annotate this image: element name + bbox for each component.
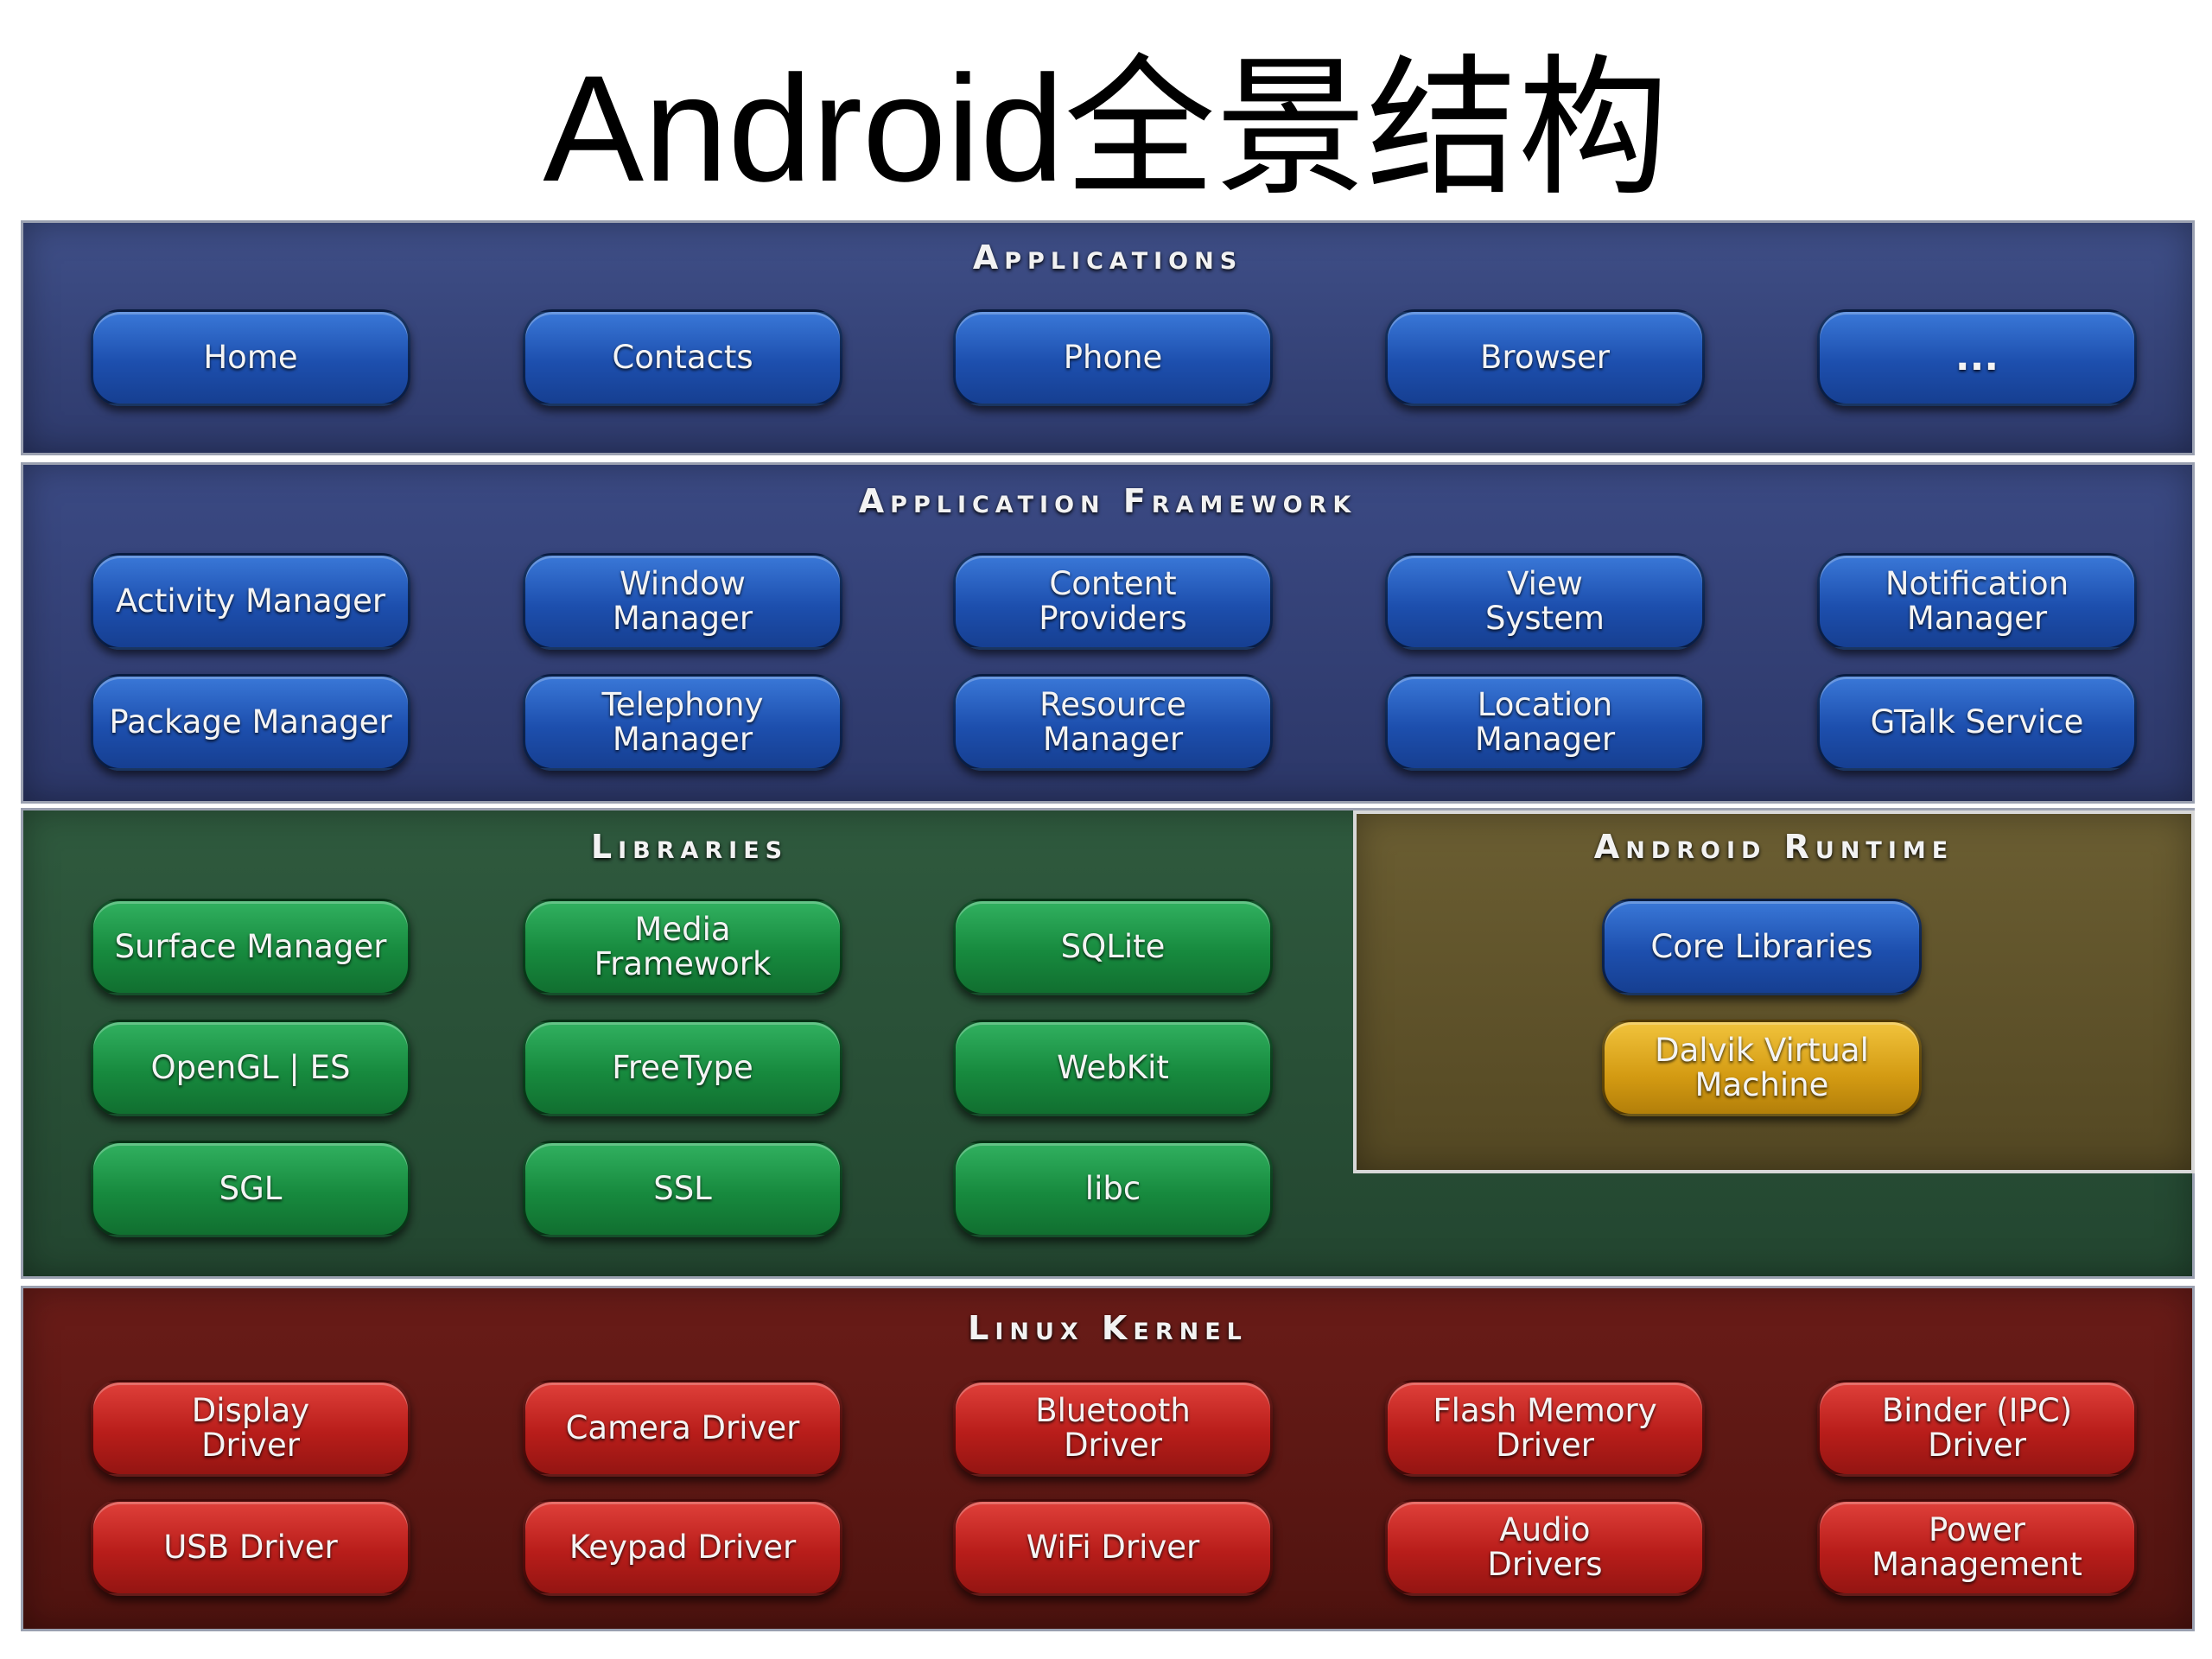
libraries-title: Libraries	[590, 828, 789, 866]
lib-sqlite: SQLite	[953, 899, 1273, 995]
kernel-title: Linux Kernel	[968, 1309, 1248, 1347]
kernel-display-driver: Display Driver	[91, 1380, 410, 1477]
fw-location-manager: Location Manager	[1385, 674, 1705, 771]
framework-title: Application Framework	[858, 482, 1357, 520]
page-title: Android全景结构	[543, 45, 1669, 213]
kernel-keypad-driver: Keypad Driver	[523, 1499, 842, 1596]
lib-opengl-es: OpenGL | ES	[91, 1020, 410, 1116]
lib-freetype: FreeType	[523, 1020, 842, 1116]
fw-activity-manager: Activity Manager	[91, 553, 410, 650]
fw-resource-manager: Resource Manager	[953, 674, 1273, 771]
kernel-audio-drivers: Audio Drivers	[1385, 1499, 1705, 1596]
runtime-title: Android Runtime	[1593, 828, 1955, 866]
kernel-camera-driver: Camera Driver	[523, 1380, 842, 1477]
lib-ssl: SSL	[523, 1141, 842, 1237]
rt-core-libraries: Core Libraries	[1602, 899, 1922, 995]
lib-surface-manager: Surface Manager	[91, 899, 410, 995]
fw-package-manager: Package Manager	[91, 674, 410, 771]
kernel-power-management: Power Management	[1817, 1499, 2137, 1596]
kernel-flash-memory-driver: Flash Memory Driver	[1385, 1380, 1705, 1477]
fw-view-system: View System	[1385, 553, 1705, 650]
app-home: Home	[91, 309, 410, 406]
fw-content-providers: Content Providers	[953, 553, 1273, 650]
app-contacts: Contacts	[523, 309, 842, 406]
applications-title: Applications	[972, 238, 1243, 276]
fw-gtalk-service: GTalk Service	[1817, 674, 2137, 771]
rt-dalvik-vm: Dalvik Virtual Machine	[1602, 1020, 1922, 1116]
app-more: ...	[1817, 309, 2137, 406]
app-browser: Browser	[1385, 309, 1705, 406]
lib-libc: libc	[953, 1141, 1273, 1237]
fw-window-manager: Window Manager	[523, 553, 842, 650]
kernel-wifi-driver: WiFi Driver	[953, 1499, 1273, 1596]
fw-notification-manager: Notification Manager	[1817, 553, 2137, 650]
lib-sgl: SGL	[91, 1141, 410, 1237]
app-phone: Phone	[953, 309, 1273, 406]
lib-webkit: WebKit	[953, 1020, 1273, 1116]
fw-telephony-manager: Telephony Manager	[523, 674, 842, 771]
kernel-usb-driver: USB Driver	[91, 1499, 410, 1596]
kernel-binder-driver: Binder (IPC) Driver	[1817, 1380, 2137, 1477]
lib-media-framework: Media Framework	[523, 899, 842, 995]
kernel-bluetooth-driver: Bluetooth Driver	[953, 1380, 1273, 1477]
